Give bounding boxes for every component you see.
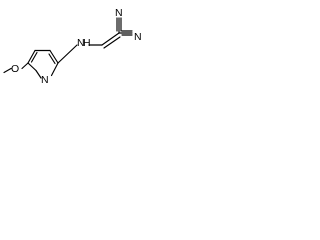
atom-hydrogen-amine: H (83, 37, 91, 49)
pyridine-ring (27, 49, 59, 79)
atom-nitrogen-nitrile-top: N (115, 7, 123, 19)
atom-oxygen-methoxy: O (11, 63, 19, 75)
bond-methyl-oxygen (3, 67, 12, 74)
atom-nitrogen-amine: N (77, 37, 85, 49)
bond-nitrile-right (118, 30, 133, 36)
bond-nitrile-top (116, 17, 122, 34)
bond-vinyl-double (101, 32, 121, 49)
chemical-structure: O N N H N N (3, 7, 142, 86)
atom-nitrogen-nitrile-right: N (134, 31, 142, 43)
bond-ring-amine (57, 44, 78, 64)
atom-nitrogen-pyridine: N (41, 74, 49, 86)
bond-oxygen-ring (21, 62, 29, 70)
